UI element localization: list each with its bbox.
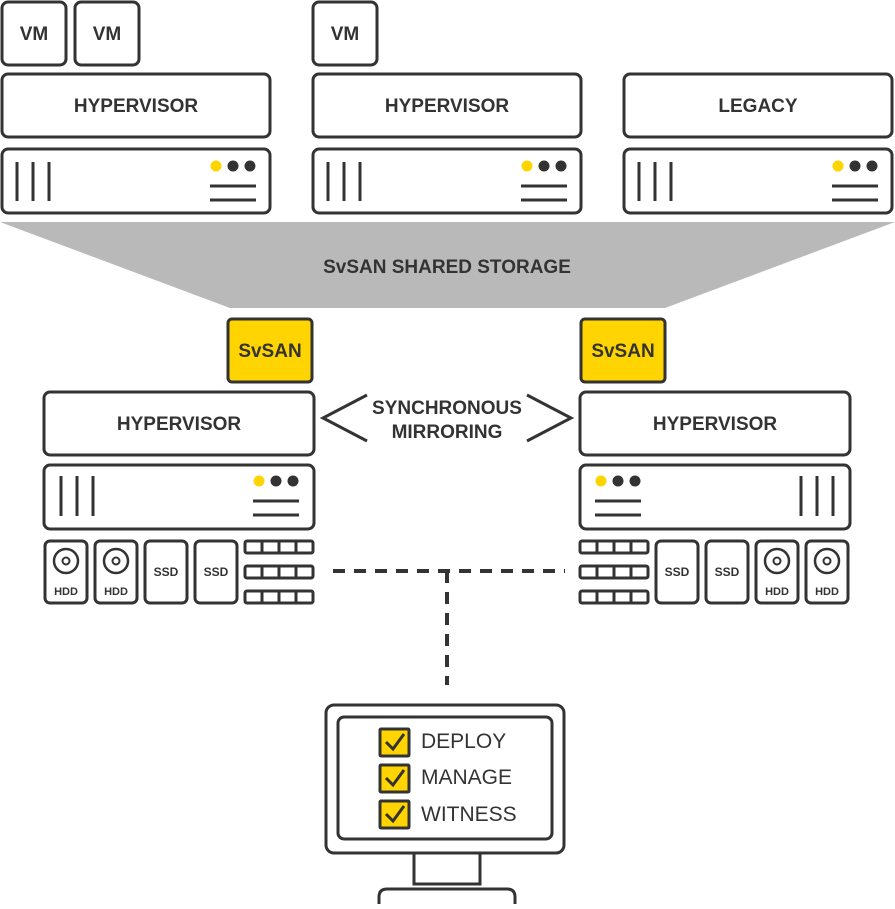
- svg-text:SSD: SSD: [204, 565, 229, 579]
- memory-module-icon: [578, 564, 650, 580]
- svg-text:SYNCHRONOUS: SYNCHRONOUS: [372, 398, 522, 419]
- svg-text:MIRRORING: MIRRORING: [392, 422, 503, 443]
- vm-box: VM: [311, 0, 379, 67]
- svg-text:HDD: HDD: [815, 586, 839, 598]
- status-led-icon: [832, 160, 844, 172]
- status-led-icon: [253, 475, 265, 487]
- status-led-icon: [538, 160, 550, 172]
- hdd-icon: HDD: [804, 539, 850, 605]
- server-chassis: [311, 147, 583, 215]
- vm-box: VM: [0, 0, 68, 67]
- svg-text:MANAGE: MANAGE: [421, 766, 512, 789]
- svg-text:SSD: SSD: [154, 565, 179, 579]
- checkmark-icon: [384, 805, 406, 824]
- ssd-icon: SSD: [704, 539, 750, 605]
- status-led-icon: [866, 160, 878, 172]
- server-chassis: [0, 147, 272, 215]
- svg-text:VM: VM: [20, 24, 49, 45]
- ssd-icon: SSD: [143, 539, 189, 605]
- hypervisor-box: HYPERVISOR: [0, 72, 272, 139]
- hypervisor-box: HYPERVISOR: [42, 390, 316, 457]
- server-chassis: [42, 463, 316, 531]
- memory-module-icon: [578, 589, 650, 605]
- svg-text:HYPERVISOR: HYPERVISOR: [117, 414, 242, 435]
- checkmark-icon: [384, 733, 406, 752]
- svg-text:HYPERVISOR: HYPERVISOR: [385, 96, 510, 117]
- status-led-icon: [227, 160, 239, 172]
- status-led-icon: [210, 160, 222, 172]
- svsan-badge: SvSAN: [226, 317, 314, 384]
- status-led-icon: [849, 160, 861, 172]
- vm-box: VM: [73, 0, 141, 67]
- memory-module-icon: [578, 539, 650, 555]
- svg-text:LEGACY: LEGACY: [718, 96, 798, 117]
- status-led-icon: [270, 475, 282, 487]
- svg-text:DEPLOY: DEPLOY: [421, 730, 506, 753]
- svg-text:HYPERVISOR: HYPERVISOR: [653, 414, 778, 435]
- management-connection-line: [333, 569, 565, 685]
- svg-text:WITNESS: WITNESS: [421, 803, 517, 826]
- ssd-icon: SSD: [654, 539, 700, 605]
- svg-text:HDD: HDD: [54, 586, 78, 598]
- hdd-icon: HDD: [93, 539, 139, 605]
- ssd-icon: SSD: [193, 539, 239, 605]
- svg-text:VM: VM: [331, 24, 360, 45]
- svg-text:SSD: SSD: [665, 565, 690, 579]
- svg-text:VM: VM: [93, 24, 122, 45]
- status-led-icon: [629, 475, 641, 487]
- server-chassis: [578, 463, 852, 531]
- checkmark-icon: [384, 769, 406, 788]
- shared-storage-label: SvSAN SHARED STORAGE: [323, 257, 571, 278]
- checklist-item-manage: MANAGE: [378, 763, 512, 794]
- hdd-icon: HDD: [43, 539, 89, 605]
- svg-text:HYPERVISOR: HYPERVISOR: [74, 96, 199, 117]
- checklist-item-deploy: DEPLOY: [378, 727, 506, 758]
- svsan-badge: SvSAN: [579, 317, 667, 384]
- svg-text:HDD: HDD: [104, 586, 128, 598]
- shared-storage-band: [0, 222, 895, 308]
- synchronous-mirroring-arrow: SYNCHRONOUS MIRRORING: [319, 393, 575, 443]
- svg-text:SvSAN: SvSAN: [238, 341, 301, 362]
- status-led-icon: [612, 475, 624, 487]
- server-chassis: [622, 147, 894, 215]
- status-led-icon: [287, 475, 299, 487]
- status-led-icon: [595, 475, 607, 487]
- checklist-item-witness: WITNESS: [378, 799, 517, 830]
- legacy-box: LEGACY: [622, 72, 894, 139]
- hypervisor-box: HYPERVISOR: [311, 72, 583, 139]
- hdd-icon: HDD: [754, 539, 800, 605]
- status-led-icon: [521, 160, 533, 172]
- svg-text:SSD: SSD: [715, 565, 740, 579]
- svg-text:HDD: HDD: [765, 586, 789, 598]
- status-led-icon: [244, 160, 256, 172]
- memory-module-icon: [243, 589, 315, 605]
- hypervisor-box: HYPERVISOR: [578, 390, 852, 457]
- memory-module-icon: [243, 564, 315, 580]
- memory-module-icon: [243, 539, 315, 555]
- svg-text:SvSAN: SvSAN: [591, 341, 654, 362]
- status-led-icon: [555, 160, 567, 172]
